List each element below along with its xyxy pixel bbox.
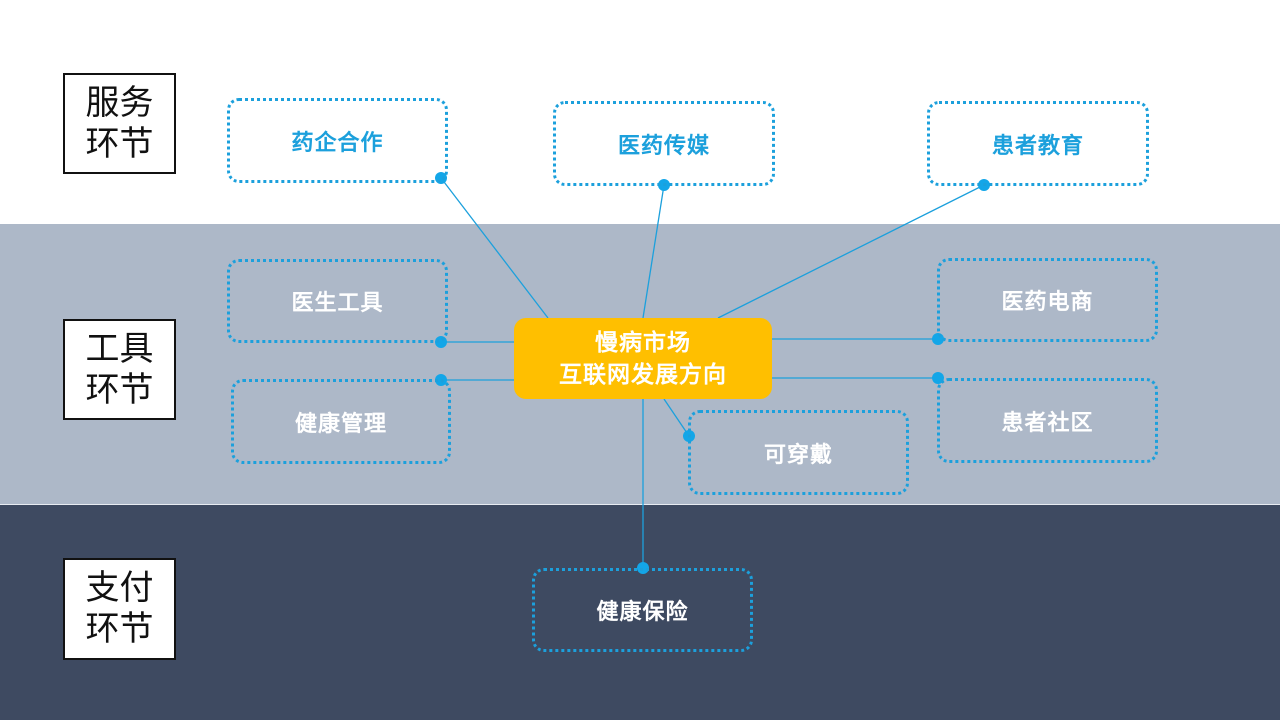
link-wearable — [663, 398, 690, 437]
stage-label-service-line2: 环节 — [85, 123, 154, 164]
stage-label-service-line1: 服务 — [85, 82, 154, 123]
node-health-insurance-label: 健康保险 — [596, 600, 689, 625]
node-patient-community-label: 患者社区 — [1001, 410, 1094, 436]
node-pharma-ecommerce: 医药电商 — [937, 258, 1158, 342]
center-hub-line1: 慢病市场 — [595, 329, 691, 356]
stage-label-service: 服务 环节 — [63, 73, 176, 174]
node-medical-media: 医药传媒 — [553, 101, 775, 186]
node-patient-education: 患者教育 — [927, 101, 1149, 186]
stage-label-payment: 支付 环节 — [63, 558, 176, 660]
stage-label-payment-line1: 支付 — [85, 568, 154, 608]
node-pharma-cooperation-label: 药企合作 — [291, 130, 384, 156]
stage-label-payment-line2: 环节 — [85, 609, 154, 649]
link-pharma — [440, 177, 549, 319]
node-doctor-tools: 医生工具 — [227, 259, 448, 343]
node-pharma-cooperation: 药企合作 — [227, 98, 448, 183]
node-medical-media-label: 医药传媒 — [617, 133, 710, 159]
node-patient-community: 患者社区 — [937, 378, 1158, 463]
node-doctor-tools-label: 医生工具 — [291, 291, 384, 316]
node-health-management-label: 健康管理 — [294, 411, 387, 437]
center-hub: 慢病市场 互联网发展方向 — [514, 318, 772, 399]
stage-label-tool-line2: 环节 — [85, 369, 154, 410]
node-health-management: 健康管理 — [231, 379, 451, 464]
stage-label-tool: 工具 环节 — [63, 319, 176, 420]
node-patient-education-label: 患者教育 — [991, 133, 1084, 159]
node-wearables-label: 可穿戴 — [763, 442, 833, 468]
band-divider — [0, 504, 1280, 505]
link-education — [717, 184, 985, 319]
payment-band — [0, 505, 1280, 720]
link-media — [642, 184, 665, 319]
center-hub-line2: 互联网发展方向 — [559, 361, 727, 388]
service-band — [0, 0, 1280, 224]
stage-label-tool-line1: 工具 — [85, 328, 154, 369]
node-wearables: 可穿戴 — [688, 410, 909, 495]
node-health-insurance: 健康保险 — [532, 568, 753, 652]
node-pharma-ecommerce-label: 医药电商 — [1001, 290, 1094, 315]
